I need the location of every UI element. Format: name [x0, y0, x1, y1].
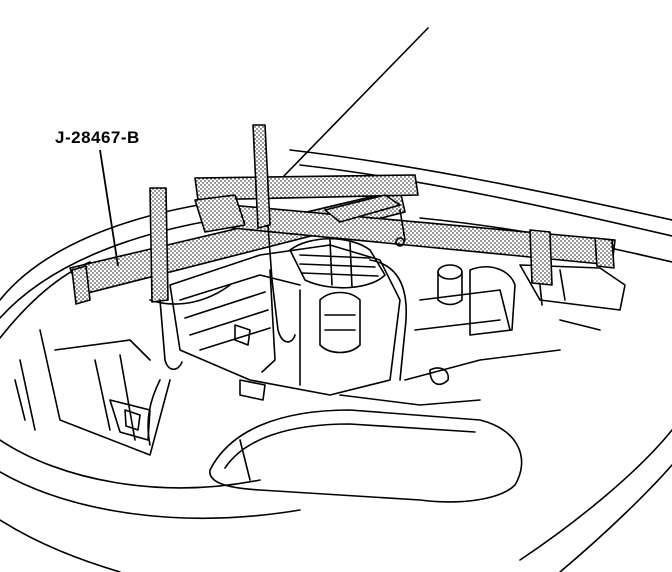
engine-block	[169, 244, 401, 401]
hose-lower	[147, 379, 161, 446]
hose	[149, 284, 231, 305]
fixture-lift-rod	[252, 124, 271, 229]
engine-support-fixture-icon	[69, 124, 616, 305]
tool-callout-label: J-28467-B	[55, 128, 140, 147]
fixture-left-end	[71, 265, 91, 305]
fixture-left-leg	[149, 187, 169, 303]
fixture-right-end	[594, 237, 615, 269]
fixture-crossbar-top	[194, 174, 419, 201]
fixture-hooks	[159, 209, 543, 371]
headlamp	[209, 409, 523, 503]
fixture-mount-block	[194, 194, 246, 233]
fixture-center-block	[324, 194, 401, 223]
fender-outline	[0, 429, 672, 572]
callout-leader-line	[99, 149, 119, 267]
right-side-components	[339, 264, 626, 406]
fixture-right-leg	[529, 229, 553, 286]
air-intake-duct	[289, 237, 407, 381]
pointer-line-top	[281, 27, 429, 179]
radiator-support	[14, 329, 171, 456]
